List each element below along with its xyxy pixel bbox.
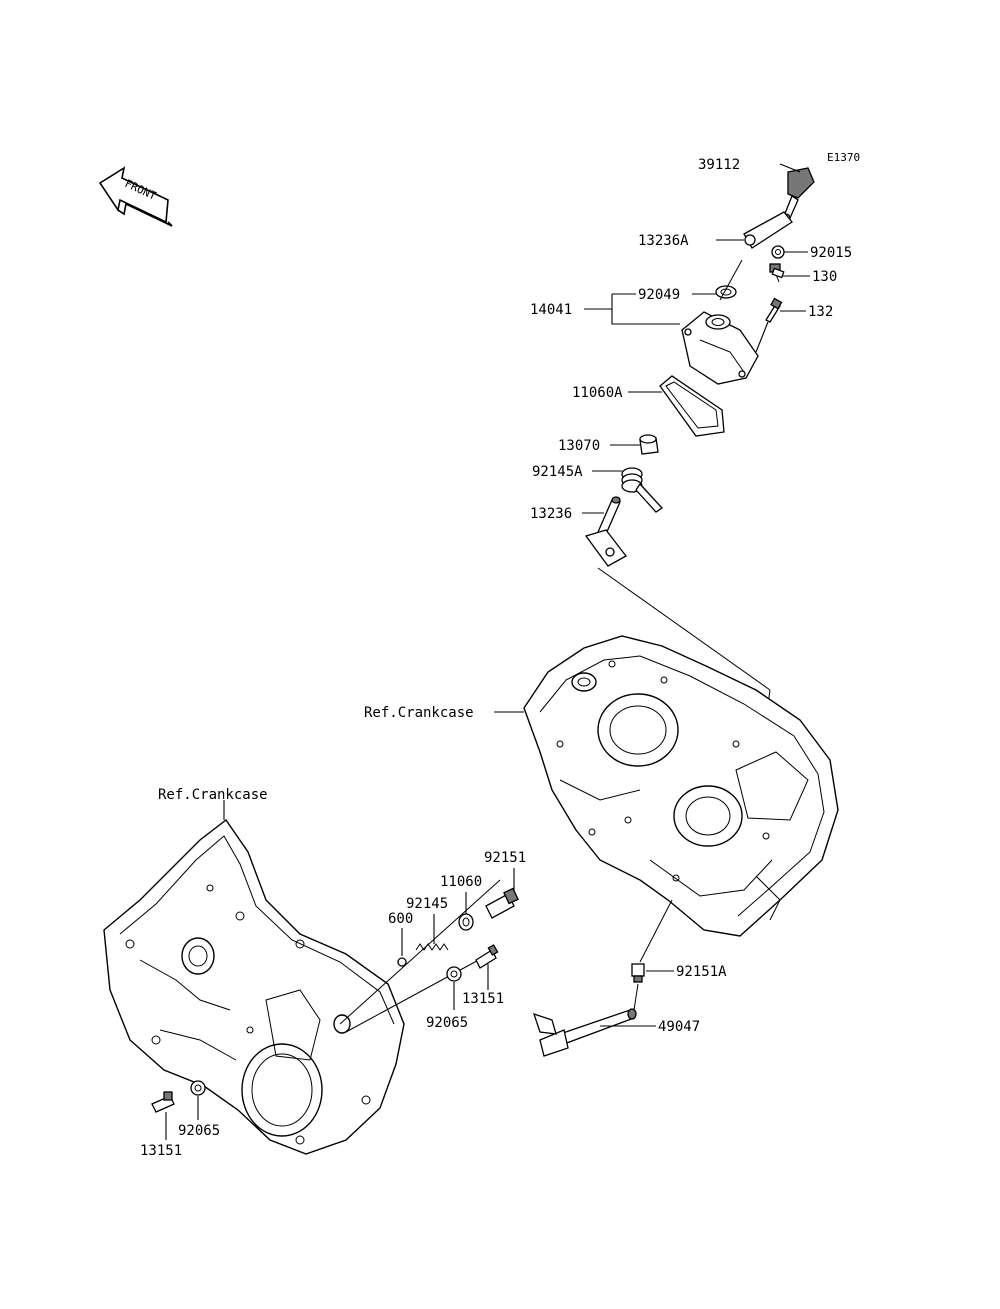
label-11060: 11060 — [440, 874, 482, 890]
label-600: 600 — [388, 911, 413, 927]
label-92065-mid: 92065 — [426, 1015, 468, 1031]
label-ref-crankcase-lower: Ref.Crankcase — [158, 787, 268, 803]
spring-92145 — [415, 943, 449, 951]
crankcase-left — [103, 818, 405, 1155]
collar-13070 — [639, 434, 659, 455]
label-132: 132 — [808, 304, 833, 320]
washer-11060 — [458, 913, 474, 931]
label-92151: 92151 — [484, 850, 526, 866]
bolt-130 — [769, 263, 785, 283]
label-49047: 49047 — [658, 1019, 700, 1035]
shift-shaft-13236 — [584, 496, 627, 567]
label-13070: 13070 — [558, 438, 600, 454]
shift-lever-39112 — [781, 167, 815, 223]
diagram-code: E1370 — [827, 151, 860, 164]
label-130: 130 — [812, 269, 837, 285]
label-13151-mid: 13151 — [462, 991, 504, 1007]
label-13236A: 13236A — [638, 233, 689, 249]
switch-13151-mid — [475, 944, 499, 969]
label-92151A: 92151A — [676, 964, 727, 980]
bolt-132 — [765, 297, 783, 323]
gasket-11060A — [659, 375, 725, 437]
switch-13151-left — [151, 1091, 175, 1113]
shift-cover-14041 — [681, 311, 759, 385]
washer-92065-left — [190, 1080, 206, 1096]
washer-92065-mid — [446, 966, 462, 982]
oil-seal-92049 — [715, 285, 737, 299]
spring-92145A — [621, 467, 663, 513]
plug-92151 — [485, 887, 519, 919]
label-92015: 92015 — [810, 245, 852, 261]
label-92049: 92049 — [638, 287, 680, 303]
ball-600 — [397, 957, 407, 967]
nut-92015 — [771, 245, 785, 259]
front-arrow-icon: FRONT — [98, 166, 173, 227]
label-92065-left: 92065 — [178, 1123, 220, 1139]
label-39112: 39112 — [698, 157, 740, 173]
label-11060A: 11060A — [572, 385, 623, 401]
label-ref-crankcase-upper: Ref.Crankcase — [364, 705, 474, 721]
label-92145A: 92145A — [532, 464, 583, 480]
shift-arm-13236A — [743, 211, 793, 249]
label-13151-left: 13151 — [140, 1143, 182, 1159]
plug-92151A — [631, 963, 645, 983]
label-92145: 92145 — [406, 896, 448, 912]
label-14041: 14041 — [530, 302, 572, 318]
shift-rod-49047 — [532, 1008, 637, 1057]
crankcase-right — [523, 635, 839, 937]
label-13236: 13236 — [530, 506, 572, 522]
